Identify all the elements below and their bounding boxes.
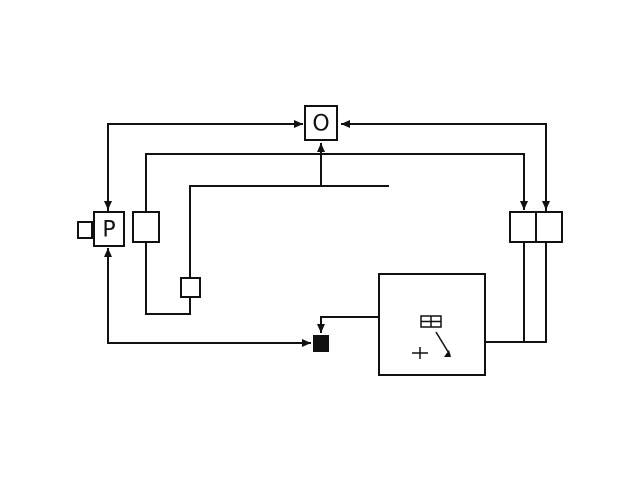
line-p-to-block <box>107 249 311 347</box>
p-box <box>93 211 125 247</box>
line-left-box-down <box>145 241 191 315</box>
right-block-a <box>509 211 537 243</box>
o-box-label: O <box>312 112 329 137</box>
filled-block <box>313 335 329 352</box>
left-block <box>132 211 160 243</box>
line-bigbox-to-block <box>317 316 380 333</box>
p-box-label: P <box>102 218 115 243</box>
gauge-icon <box>412 331 451 359</box>
line-left-box-to-right-box <box>145 153 528 213</box>
bus-small-block <box>180 277 201 298</box>
line-bigbox-to-right <box>484 241 547 343</box>
valve-icon <box>420 315 442 328</box>
o-box <box>304 105 338 141</box>
right-block-b <box>535 211 563 243</box>
bus-line <box>189 185 389 285</box>
p-connector <box>77 221 93 239</box>
line-p-to-o <box>107 120 303 213</box>
line-right-to-o <box>341 120 547 213</box>
